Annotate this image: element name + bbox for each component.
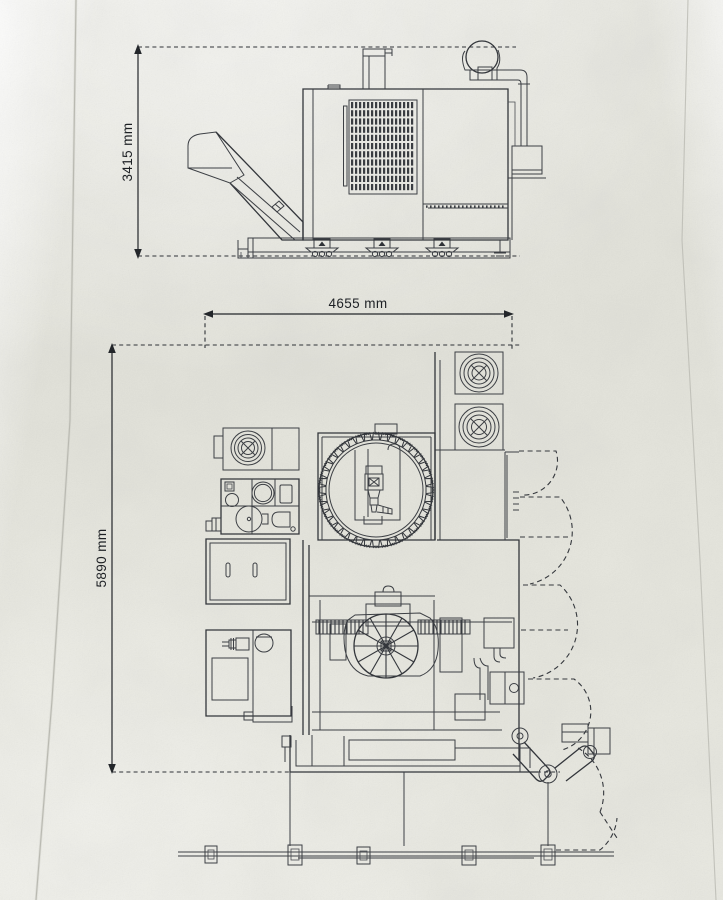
- rail-post: [288, 845, 302, 865]
- door-swing-arcs: [519, 450, 618, 839]
- way-cover-right: [418, 620, 470, 634]
- service-block-left: [205, 629, 292, 722]
- dimension-width-4655: 4655 mm: [203, 296, 514, 352]
- exhaust-stack: [363, 49, 392, 89]
- tool-magazine-housing: [317, 424, 436, 541]
- right-side-units: [455, 618, 524, 720]
- operator-panel: [206, 478, 300, 535]
- guard-rail: [178, 817, 618, 865]
- machine-enclosure: [302, 85, 509, 241]
- coolant-pan: [282, 735, 538, 773]
- blower-duct-assembly: [463, 40, 547, 240]
- rail-post: [541, 845, 555, 865]
- way-cover-left: [316, 620, 368, 634]
- rail-post: [205, 846, 217, 863]
- dimension-label-depth: 5890 mm: [94, 528, 109, 587]
- leveling-feet: [306, 239, 458, 257]
- tool-magazine: [317, 431, 435, 549]
- rotary-table: [330, 586, 462, 679]
- arm-post: [404, 772, 548, 846]
- paper-fold-lines: [34, 0, 717, 900]
- dimension-label-height: 3415 mm: [120, 122, 135, 181]
- chip-conveyor: [188, 132, 304, 258]
- fan-unit-left: [214, 428, 299, 470]
- rail-post: [357, 847, 370, 864]
- rail-post: [462, 846, 476, 865]
- elevation-view: 3415 mm: [120, 40, 547, 259]
- fan-unit-upper: [455, 352, 503, 394]
- fan-unit-middle: [455, 404, 503, 450]
- dimension-label-width: 4655 mm: [328, 296, 387, 311]
- plan-view: 4655 mm 5890 mm: [94, 296, 618, 846]
- perforated-rail: [426, 205, 504, 208]
- control-cabinet: [205, 538, 291, 605]
- spindle-head: [364, 466, 392, 524]
- elevation-extension-lines: [138, 46, 520, 257]
- table-saddle: [302, 540, 512, 735]
- grated-window-panel: [349, 100, 417, 194]
- enclosure-footprint: [434, 352, 520, 760]
- dimension-height-3415: 3415 mm: [120, 44, 142, 259]
- robot-arm: [512, 724, 610, 783]
- dimension-depth-5890: 5890 mm: [94, 343, 560, 774]
